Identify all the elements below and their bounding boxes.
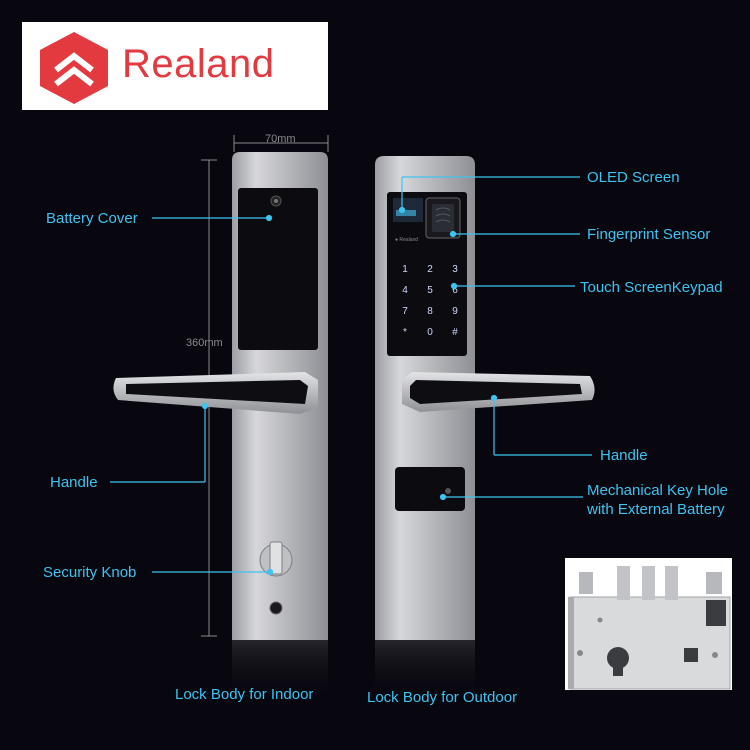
brand-name: Realand <box>122 42 275 86</box>
indoor-lock-body <box>113 152 328 700</box>
keypad-key-3: 4 <box>402 285 408 296</box>
handle-left-label: Handle <box>50 474 98 491</box>
keypad-key-5: 6 <box>452 285 458 296</box>
outdoor-caption: Lock Body for Outdoor <box>367 689 518 706</box>
keypad-key-1: 2 <box>427 264 433 275</box>
security-knob-label: Security Knob <box>43 564 137 581</box>
fingerprint-sensor-label: Fingerprint Sensor <box>587 226 711 243</box>
keypad-key-0: 1 <box>402 264 408 275</box>
battery-cover <box>238 188 318 350</box>
mortise-lock-body-image <box>565 558 732 690</box>
keypad-key-11: # <box>452 327 458 338</box>
keypad-key-4: 5 <box>427 285 433 296</box>
battery-cover-label: Battery Cover <box>46 210 138 227</box>
key-hole-label-line2: with External Battery <box>587 501 725 518</box>
fingerprint-sensor <box>432 204 454 232</box>
outdoor-lock-body: ● Realand <box>375 156 595 700</box>
touch-keypad-label: Touch ScreenKeypad <box>580 279 723 296</box>
indoor-caption: Lock Body for Indoor <box>175 686 314 703</box>
width-dimension <box>233 135 329 152</box>
key-hole-label-line1: Mechanical Key Hole <box>587 482 728 499</box>
hexagon-chevron-logo-icon <box>40 32 108 104</box>
touch-keypad: 1 2 3 4 5 6 7 8 9 * 0 # <box>402 264 458 338</box>
security-knob <box>269 541 283 575</box>
mechanical-key-hole-cover <box>395 467 465 511</box>
width-dimension-label: 70mm <box>265 133 296 145</box>
keypad-key-6: 7 <box>402 306 408 317</box>
handle-right-label: Handle <box>600 447 648 464</box>
height-dimension-label: 360mm <box>186 337 223 349</box>
keypad-key-8: 9 <box>452 306 458 317</box>
keypad-key-7: 8 <box>427 306 433 317</box>
keypad-key-2: 3 <box>452 264 458 275</box>
keypad-key-10: 0 <box>427 327 433 338</box>
keypad-key-9: * <box>403 327 407 338</box>
svg-text:● Realand: ● Realand <box>395 237 418 243</box>
oled-screen-label: OLED Screen <box>587 169 680 186</box>
